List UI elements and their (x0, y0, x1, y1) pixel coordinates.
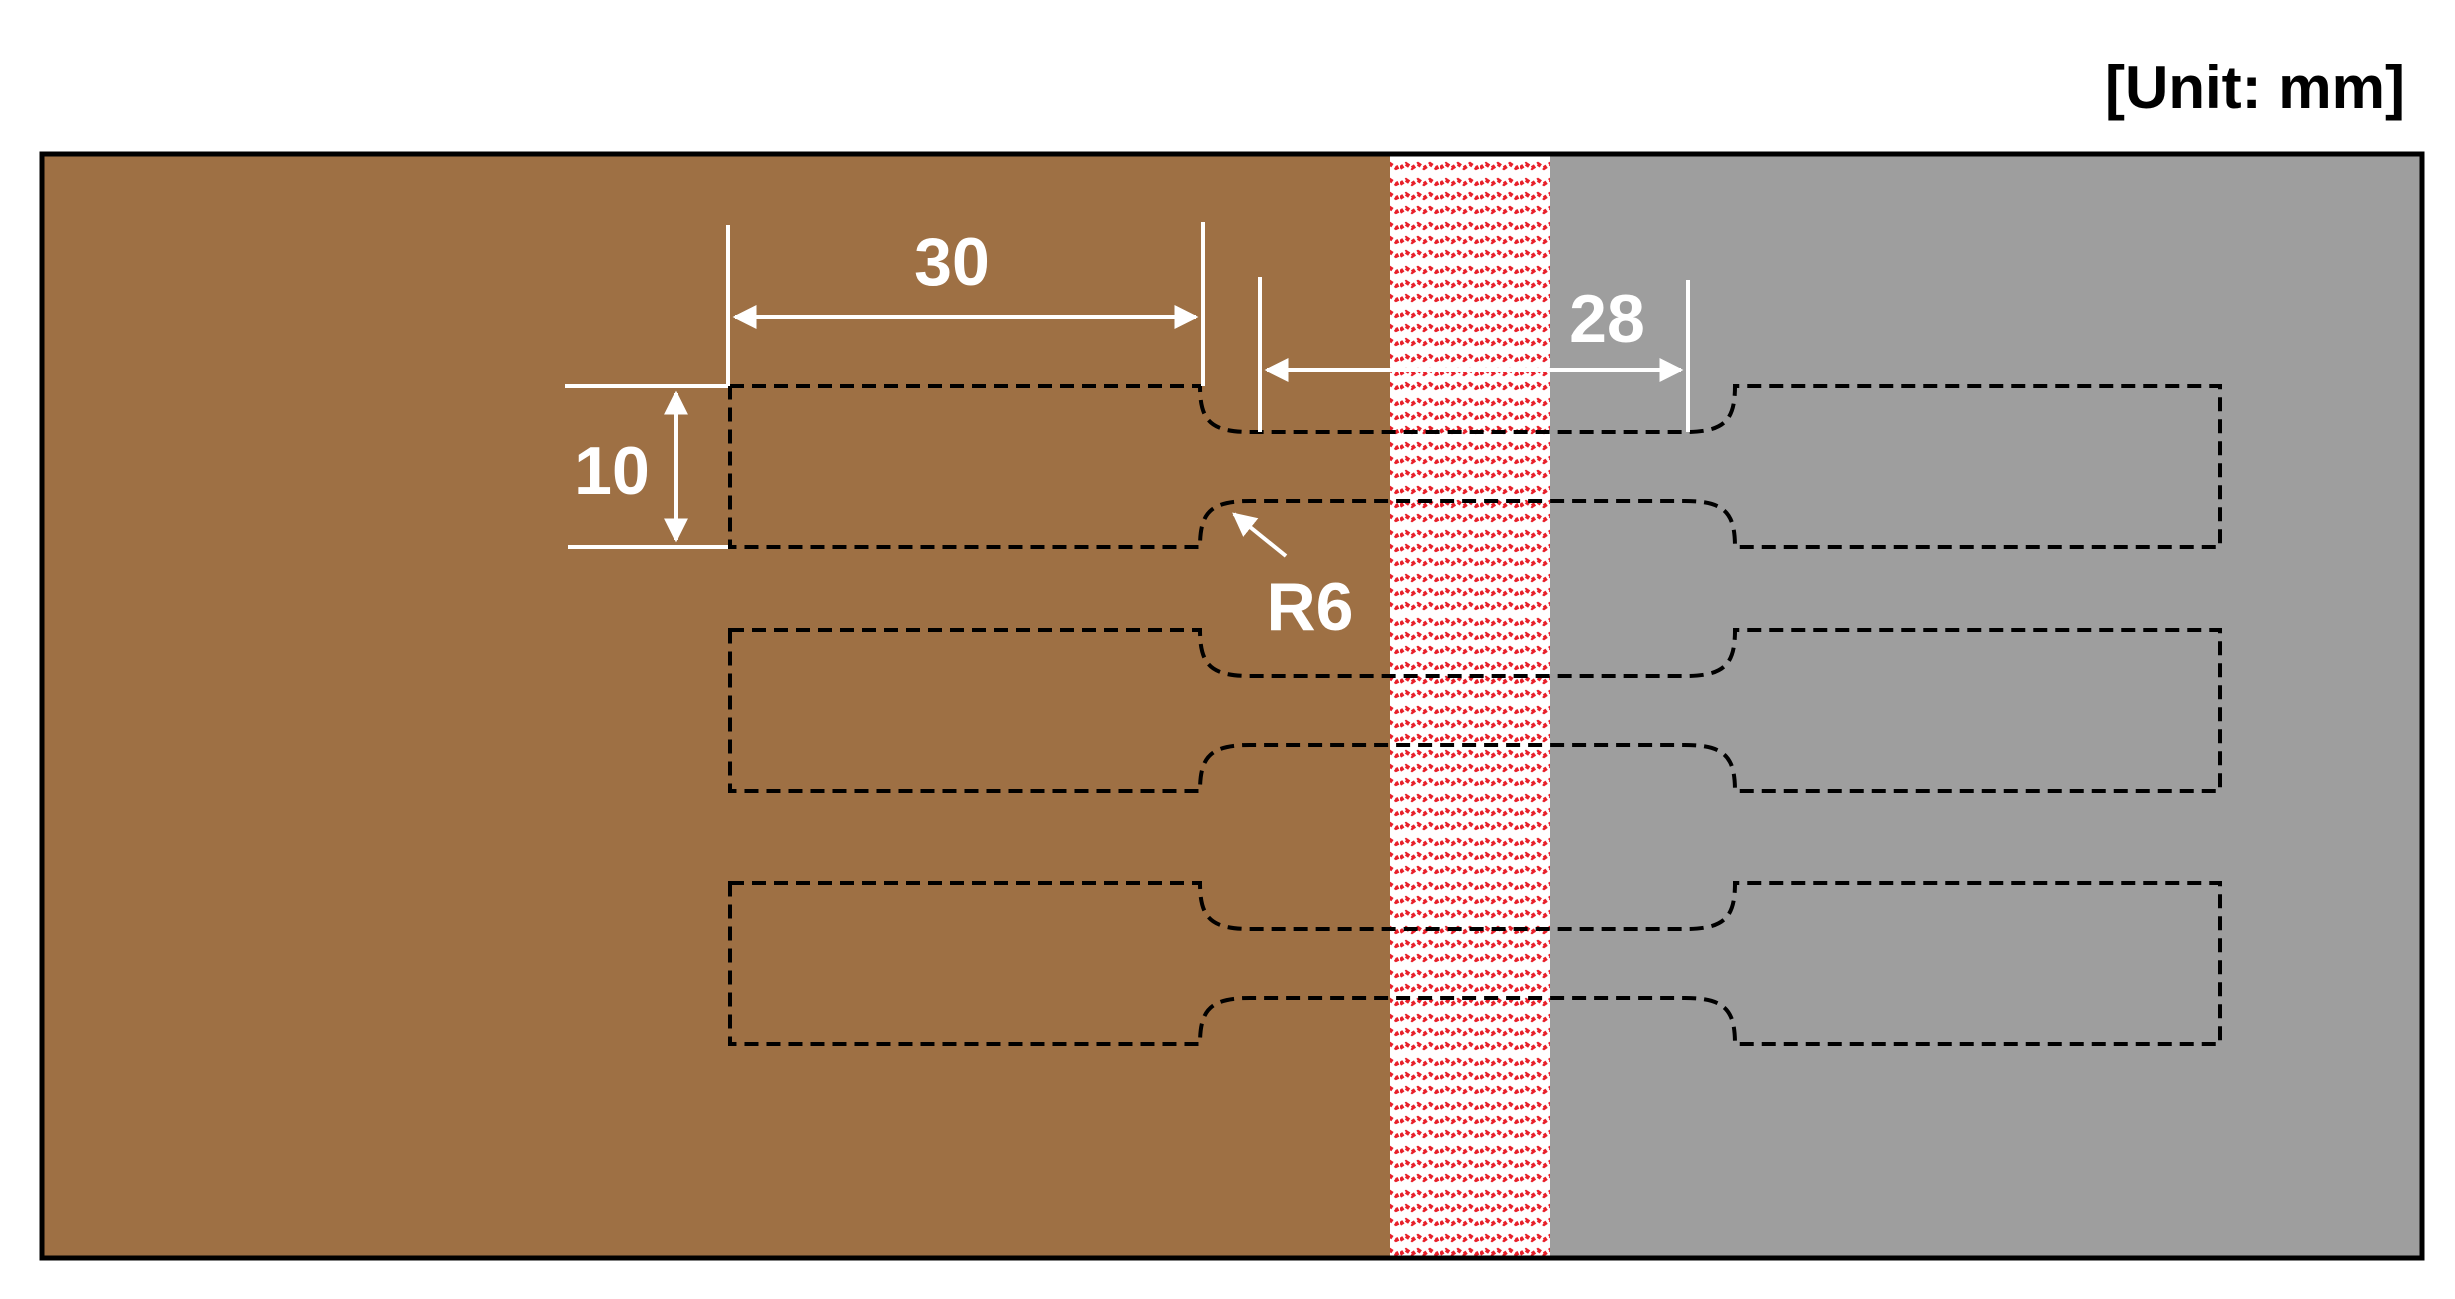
dimension-grip-length: 30 (726, 222, 1205, 386)
dimension-gauge-length: 28 (1258, 277, 1690, 432)
left-plate (42, 154, 1392, 1258)
unit-label: [Unit: mm] (2105, 54, 2405, 121)
grip-width-label: 10 (574, 433, 650, 509)
grip-length-label: 30 (914, 224, 990, 300)
weld-zone (1390, 154, 1550, 1258)
right-plate (1392, 154, 2422, 1258)
dimension-grip-width: 10 (565, 384, 728, 549)
gauge-length-label: 28 (1569, 281, 1645, 357)
plate-border (39, 151, 2425, 1261)
fillet-radius-label: R6 (1267, 569, 1354, 645)
dimension-fillet-radius: R6 (1232, 512, 1354, 645)
